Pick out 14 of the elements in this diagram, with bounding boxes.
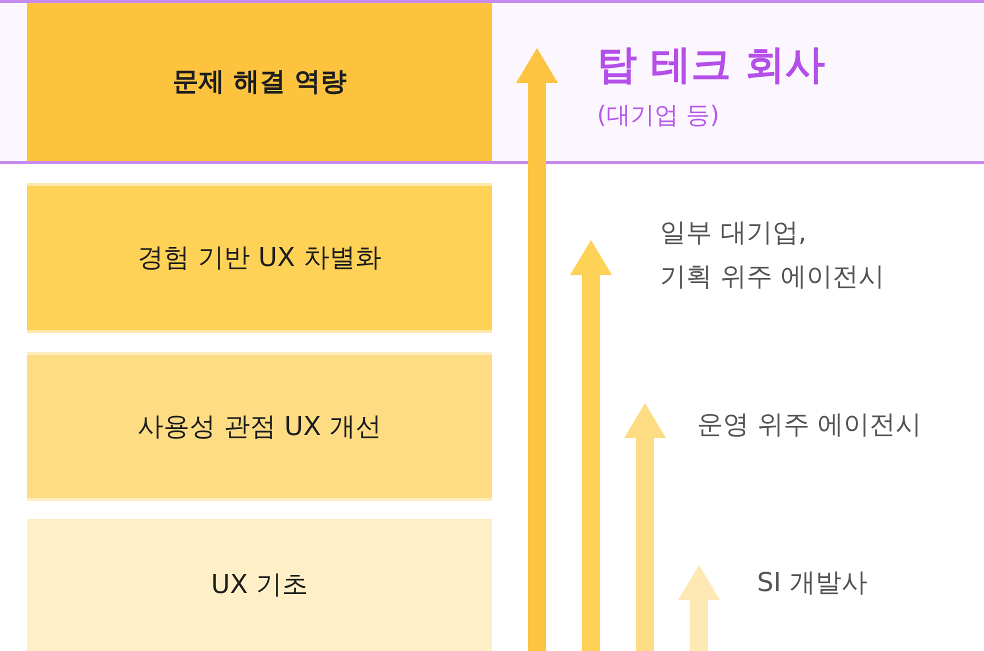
band-subtitle: (대기업 등): [597, 100, 720, 131]
level-label: 운영 위주 에이전시: [697, 406, 922, 444]
level-box: [27, 3, 492, 161]
box-label: 사용성 관점 UX 개선: [138, 410, 382, 444]
level-box: [27, 183, 492, 333]
header-band: [0, 0, 984, 164]
band-heading: 탑 테크 회사: [597, 41, 825, 90]
level-label: 일부 대기업, 기획 위주 에이전시: [660, 211, 885, 299]
level-label: SI 개발사: [757, 564, 868, 602]
box-label: 경험 기반 UX 차별화: [138, 242, 382, 275]
box-label: 문제 해결 역량: [172, 66, 347, 99]
box-label: UX 기초: [210, 569, 308, 602]
level-box: [27, 519, 492, 651]
level-box: [27, 352, 492, 501]
